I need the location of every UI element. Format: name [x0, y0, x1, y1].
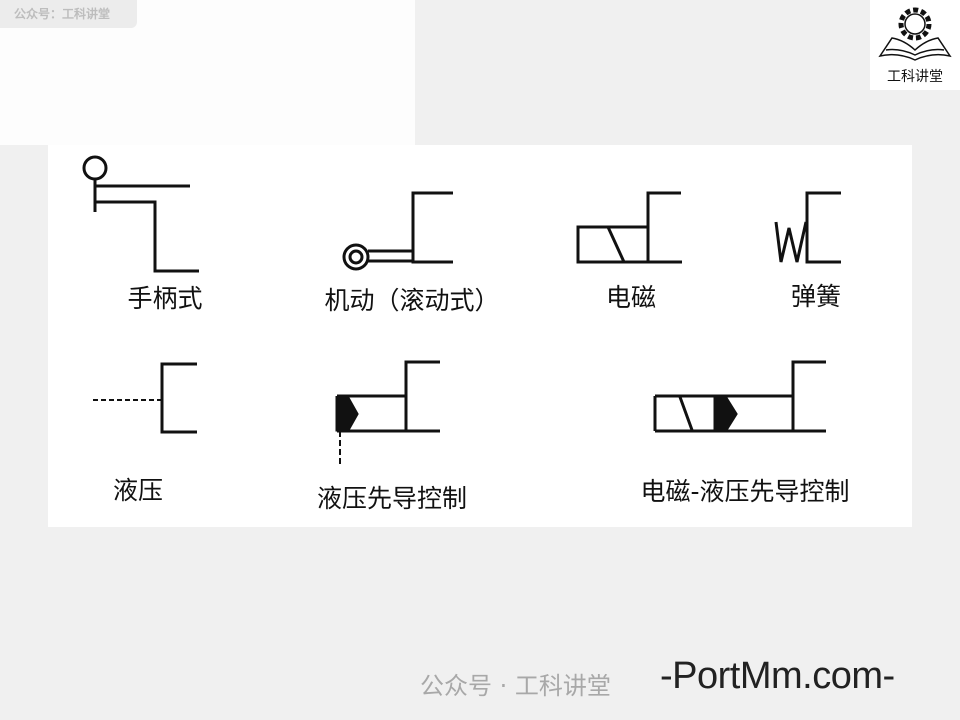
label-spring: 弹簧	[791, 282, 841, 311]
diagram-panel	[48, 145, 912, 527]
label-solenoid: 电磁	[606, 283, 656, 312]
solenoid-symbol	[576, 191, 682, 264]
watermark-badge: 公众号：工科讲堂	[0, 0, 137, 28]
label-hydraulic-pilot: 液压先导控制	[317, 484, 467, 513]
gear-book-icon	[878, 7, 952, 61]
hydraulic-symbol	[93, 362, 197, 434]
label-handle: 手柄式	[127, 284, 202, 313]
footer-site: -PortMm.com-	[660, 655, 895, 697]
footer-watermark: 公众号 · 工科讲堂	[420, 672, 611, 700]
label-hydraulic: 液压	[113, 476, 163, 505]
spring-symbol	[774, 191, 841, 264]
logo: 工科讲堂	[870, 0, 960, 90]
label-roller: 机动（滚动式）	[324, 286, 499, 315]
hydraulic-pilot-symbol	[335, 360, 440, 467]
label-solenoid-hydraulic-pilot: 电磁-液压先导控制	[640, 477, 849, 506]
handle-symbol	[82, 155, 199, 273]
logo-text: 工科讲堂	[887, 69, 943, 85]
solenoid-hydraulic-pilot-symbol	[653, 360, 826, 433]
roller-symbol	[342, 191, 453, 271]
